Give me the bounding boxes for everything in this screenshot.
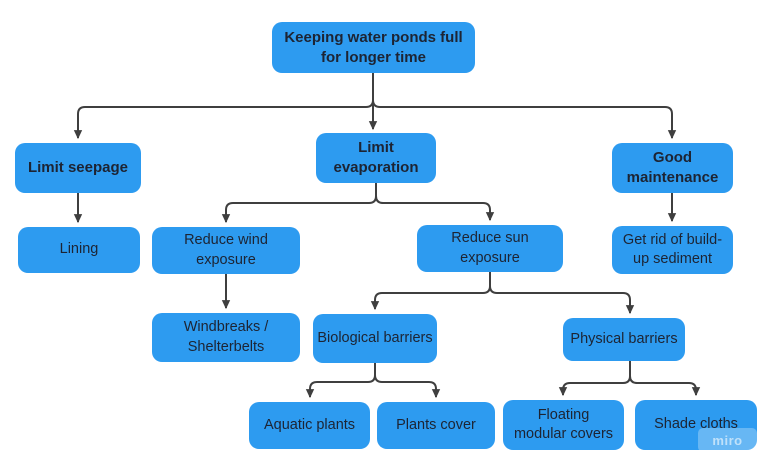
node-windbreaks-shelterbelts[interactable]: Windbreaks / Shelterbelts xyxy=(152,313,300,362)
connector-root-maintenance xyxy=(372,73,677,140)
node-good-maintenance[interactable]: Good maintenance xyxy=(612,143,733,193)
node-label: Reduce wind exposure xyxy=(184,232,268,268)
node-lining[interactable]: Lining xyxy=(18,227,140,273)
node-label: Shade cloths xyxy=(654,416,738,433)
node-label: Windbreaks / Shelterbelts xyxy=(183,319,269,355)
node-label: Plants cover xyxy=(396,416,476,433)
node-label: Limit evaporation xyxy=(333,139,419,176)
connector-sun-biological xyxy=(370,272,491,311)
node-reduce-wind-exposure[interactable]: Reduce wind exposure xyxy=(152,227,300,274)
node-label: Get rid of build-up sediment xyxy=(622,231,723,267)
connector-physical-floating xyxy=(558,361,631,397)
node-shade-cloths[interactable]: Shade cloths xyxy=(635,400,757,450)
node-label: Aquatic plants xyxy=(263,416,356,433)
node-get-rid-of-sediment[interactable]: Get rid of build-up sediment xyxy=(612,226,733,274)
node-label: Limit seepage xyxy=(27,159,129,177)
node-label: Biological barriers xyxy=(317,329,433,346)
node-label: Lining xyxy=(59,241,99,258)
node-label: Good maintenance xyxy=(626,149,719,186)
miro-watermark-logo: miro xyxy=(698,428,757,452)
node-label: Keeping water ponds full for longer time xyxy=(284,28,463,66)
node-label: Floating modular covers xyxy=(513,406,614,442)
node-limit-evaporation[interactable]: Limit evaporation xyxy=(316,133,436,183)
connector-biological-plantscover xyxy=(374,363,441,399)
node-limit-seepage[interactable]: Limit seepage xyxy=(15,143,141,193)
connector-physical-shade xyxy=(629,361,701,397)
connector-biological-aquatic xyxy=(305,363,376,399)
connector-evaporation-sun xyxy=(375,183,495,222)
node-biological-barriers[interactable]: Biological barriers xyxy=(313,314,437,363)
node-plants-cover[interactable]: Plants cover xyxy=(377,402,495,449)
node-aquatic-plants[interactable]: Aquatic plants xyxy=(249,402,370,449)
node-label: Reduce sun exposure xyxy=(451,230,529,266)
watermark-label: miro xyxy=(712,432,743,448)
node-physical-barriers[interactable]: Physical barriers xyxy=(563,318,685,361)
connector-evaporation-wind xyxy=(221,183,377,224)
connector-root-seepage xyxy=(73,73,374,140)
node-reduce-sun-exposure[interactable]: Reduce sun exposure xyxy=(417,225,563,272)
node-floating-modular-covers[interactable]: Floating modular covers xyxy=(503,400,624,450)
node-keeping-water-ponds-full[interactable]: Keeping water ponds full for longer time xyxy=(272,22,475,73)
node-label: Physical barriers xyxy=(570,330,678,347)
connector-sun-physical xyxy=(489,272,635,315)
